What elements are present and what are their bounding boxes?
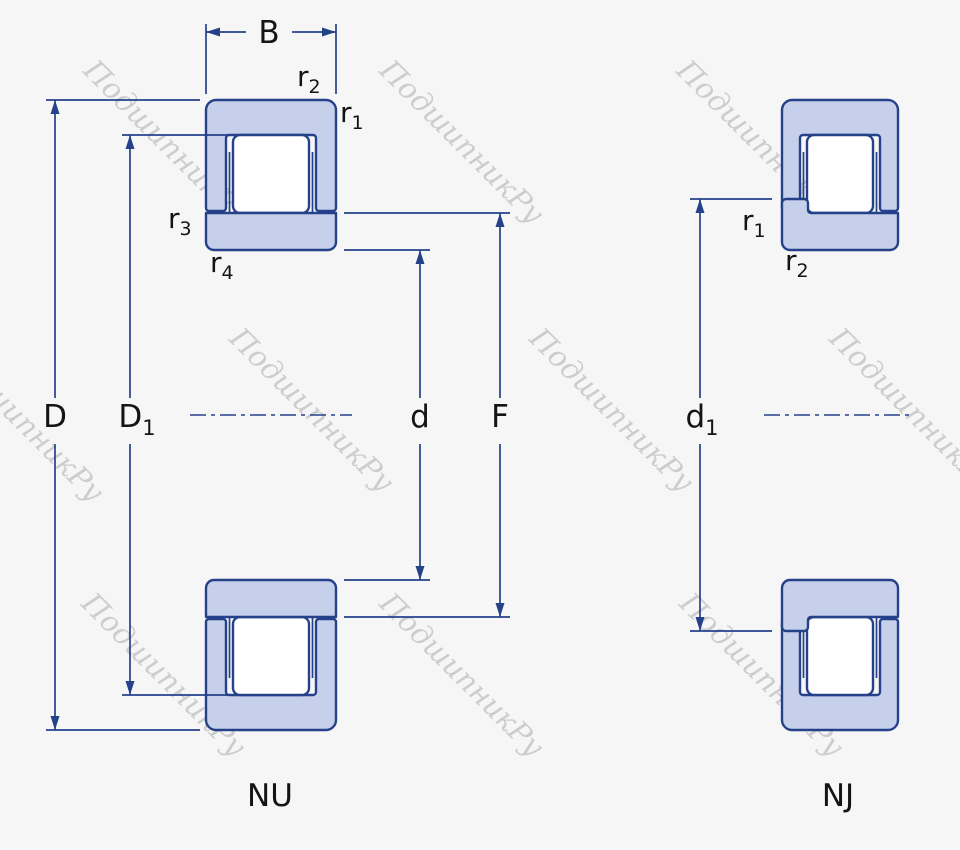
nu-outer-ring-top-section: [204, 98, 338, 213]
r2-base: r: [785, 244, 797, 277]
r1-base: r: [340, 96, 352, 129]
caption-nj: NJ: [822, 778, 854, 814]
nj-radius-labels: r1 r2: [742, 204, 809, 282]
dim-label-D1: D1: [118, 399, 155, 440]
arrowhead-down: [415, 566, 425, 580]
watermark-text: ПодшипникРу: [522, 320, 701, 499]
watermark-text: ПодшипникРу: [822, 320, 960, 499]
dim-label-B: B: [258, 15, 279, 51]
nj-inner-ring-top-section: [780, 197, 900, 252]
arrowhead-left: [206, 27, 220, 37]
nu-roller-bottom: [231, 615, 311, 697]
dim-B: B: [205, 15, 337, 94]
r3-base: r: [168, 202, 180, 235]
r1-base: r: [742, 204, 754, 237]
radius-label-r1-nu: r1: [340, 96, 364, 134]
dim-D: D: [43, 99, 200, 731]
dim-label-D: D: [43, 399, 67, 435]
nj-outer-ring-bottom-section: [780, 617, 900, 732]
arrowhead-down: [495, 603, 505, 617]
nu-bearing-section: [190, 98, 352, 732]
watermark-text: ПодшипникРу: [372, 585, 551, 764]
nu-inner-ring-bottom-section: [204, 578, 338, 619]
watermark-text: ПодшипникРу: [76, 52, 255, 231]
dim-d: d: [344, 249, 430, 581]
radius-label-r1-nj: r1: [742, 204, 766, 242]
dim-label-D1-sub: 1: [142, 416, 155, 440]
dim-label-d1: d1: [685, 399, 718, 440]
r2-sub: 2: [797, 260, 809, 282]
radius-label-r2-nu: r2: [297, 60, 321, 98]
dim-label-d1-base: d: [685, 399, 705, 435]
caption-nu: NU: [247, 778, 293, 814]
r1-sub: 1: [352, 112, 364, 134]
r2-base: r: [297, 60, 309, 93]
nj-bearing-section: [764, 98, 912, 732]
radius-label-r2-nj: r2: [785, 244, 809, 282]
r4-base: r: [210, 246, 222, 279]
dim-label-F: F: [491, 399, 509, 435]
nu-inner-ring-top-section: [204, 211, 338, 252]
nu-roller-top: [231, 133, 311, 215]
watermark-text: ПодшипникРу: [372, 52, 551, 231]
arrowhead-right: [322, 27, 336, 37]
dim-label-d1-sub: 1: [705, 416, 718, 440]
r1-sub: 1: [754, 220, 766, 242]
arrowhead-down: [125, 681, 135, 695]
r3-sub: 3: [180, 218, 192, 240]
radius-label-r4-nu: r4: [210, 246, 234, 284]
watermark-text: ПодшипникРу: [222, 320, 401, 499]
arrowhead-up: [415, 250, 425, 264]
dim-d1: d1: [685, 198, 772, 632]
r2-sub: 2: [309, 76, 321, 98]
arrowhead-down: [50, 716, 60, 730]
arrowhead-up: [50, 100, 60, 114]
dim-D1: D1: [118, 134, 230, 696]
dim-label-D1-base: D: [118, 399, 142, 435]
dim-label-d: d: [410, 399, 430, 435]
arrowhead-up: [125, 135, 135, 149]
nu-radius-labels: r2 r1 r3 r4: [168, 60, 364, 284]
arrowhead-up: [495, 213, 505, 227]
nj-outer-ring-top-section: [780, 98, 900, 213]
nu-outer-ring-bottom-section: [204, 617, 338, 732]
nj-inner-ring-bottom-section: [780, 578, 900, 633]
r4-sub: 4: [222, 262, 234, 284]
nj-roller-bottom: [805, 615, 875, 697]
radius-label-r3-nu: r3: [168, 202, 192, 240]
dim-F: F: [344, 212, 510, 618]
arrowhead-up: [695, 199, 705, 213]
nj-roller-top: [805, 133, 875, 215]
arrowhead-down: [695, 617, 705, 631]
